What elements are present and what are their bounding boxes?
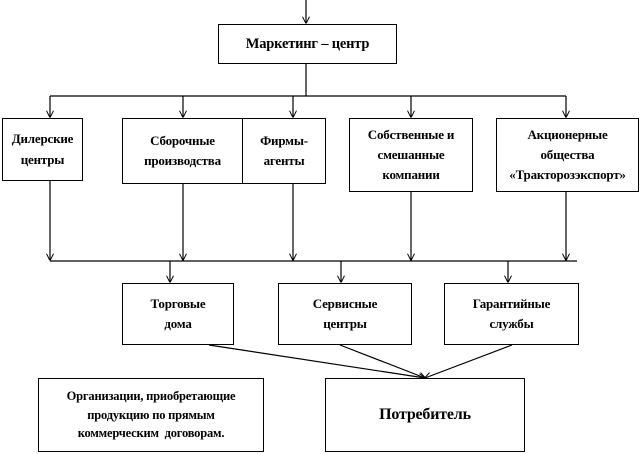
organizations-line-2: продукцию по прямым (87, 407, 215, 422)
organizations-line-3: коммерческим договорам. (77, 426, 225, 441)
consumer-label: Потребитель (379, 405, 471, 423)
own-mixed-companies-line-3: компании (382, 167, 440, 183)
assembly-plants-line-2: производства (144, 153, 221, 168)
arrow-service-to-consumer (339, 344, 425, 378)
service-centers-box: Сервисные центры (278, 283, 412, 345)
own-mixed-companies-line-2: смешанные (377, 146, 445, 162)
joint-stock-companies-line-3: «Тракторозэкспорт» (509, 167, 626, 183)
trading-houses-line-2: дома (164, 316, 192, 331)
own-mixed-companies-box: Собственные и смешанные компании (349, 118, 473, 192)
warranty-services-line-1: Гарантийные (472, 295, 551, 311)
trading-houses-line-1: Торговые (150, 295, 206, 311)
joint-stock-companies-line-1: Акционерные (527, 126, 608, 142)
assembly-plants-line-1: Сборочные (150, 132, 215, 148)
dealer-centers-box: Дилерские центры (2, 118, 83, 181)
consumer-box: Потребитель (325, 378, 525, 452)
assembly-plants-box: Сборочные производства (122, 118, 243, 184)
dealer-centers-line-1: Дилерские (11, 131, 74, 147)
organizations-line-1: Организации, приобретающие (66, 388, 236, 403)
trading-houses-box: Торговые дома (122, 283, 234, 345)
warranty-services-box: Гарантийные службы (444, 283, 579, 345)
marketing-center-label: Маркетинг – центр (245, 35, 370, 52)
warranty-services-line-2: службы (489, 316, 534, 331)
arrow-trade-to-consumer (208, 344, 425, 378)
agent-firms-box: Фирмы- агенты (242, 118, 326, 184)
service-centers-line-2: центры (323, 316, 367, 331)
arrow-warranty-to-consumer (425, 344, 513, 378)
joint-stock-companies-line-2: общества (540, 146, 595, 162)
own-mixed-companies-line-1: Собственные и (367, 126, 455, 142)
service-centers-line-1: Сервисные (312, 295, 378, 311)
agent-firms-line-2: агенты (263, 153, 305, 168)
marketing-center-box: Маркетинг – центр (218, 24, 397, 64)
joint-stock-companies-box: Акционерные общества «Тракторозэкспорт» (496, 118, 639, 192)
agent-firms-line-1: Фирмы- (260, 132, 308, 148)
dealer-centers-line-2: центры (20, 151, 65, 167)
organizations-box: Организации, приобретающие продукцию по … (38, 378, 264, 452)
